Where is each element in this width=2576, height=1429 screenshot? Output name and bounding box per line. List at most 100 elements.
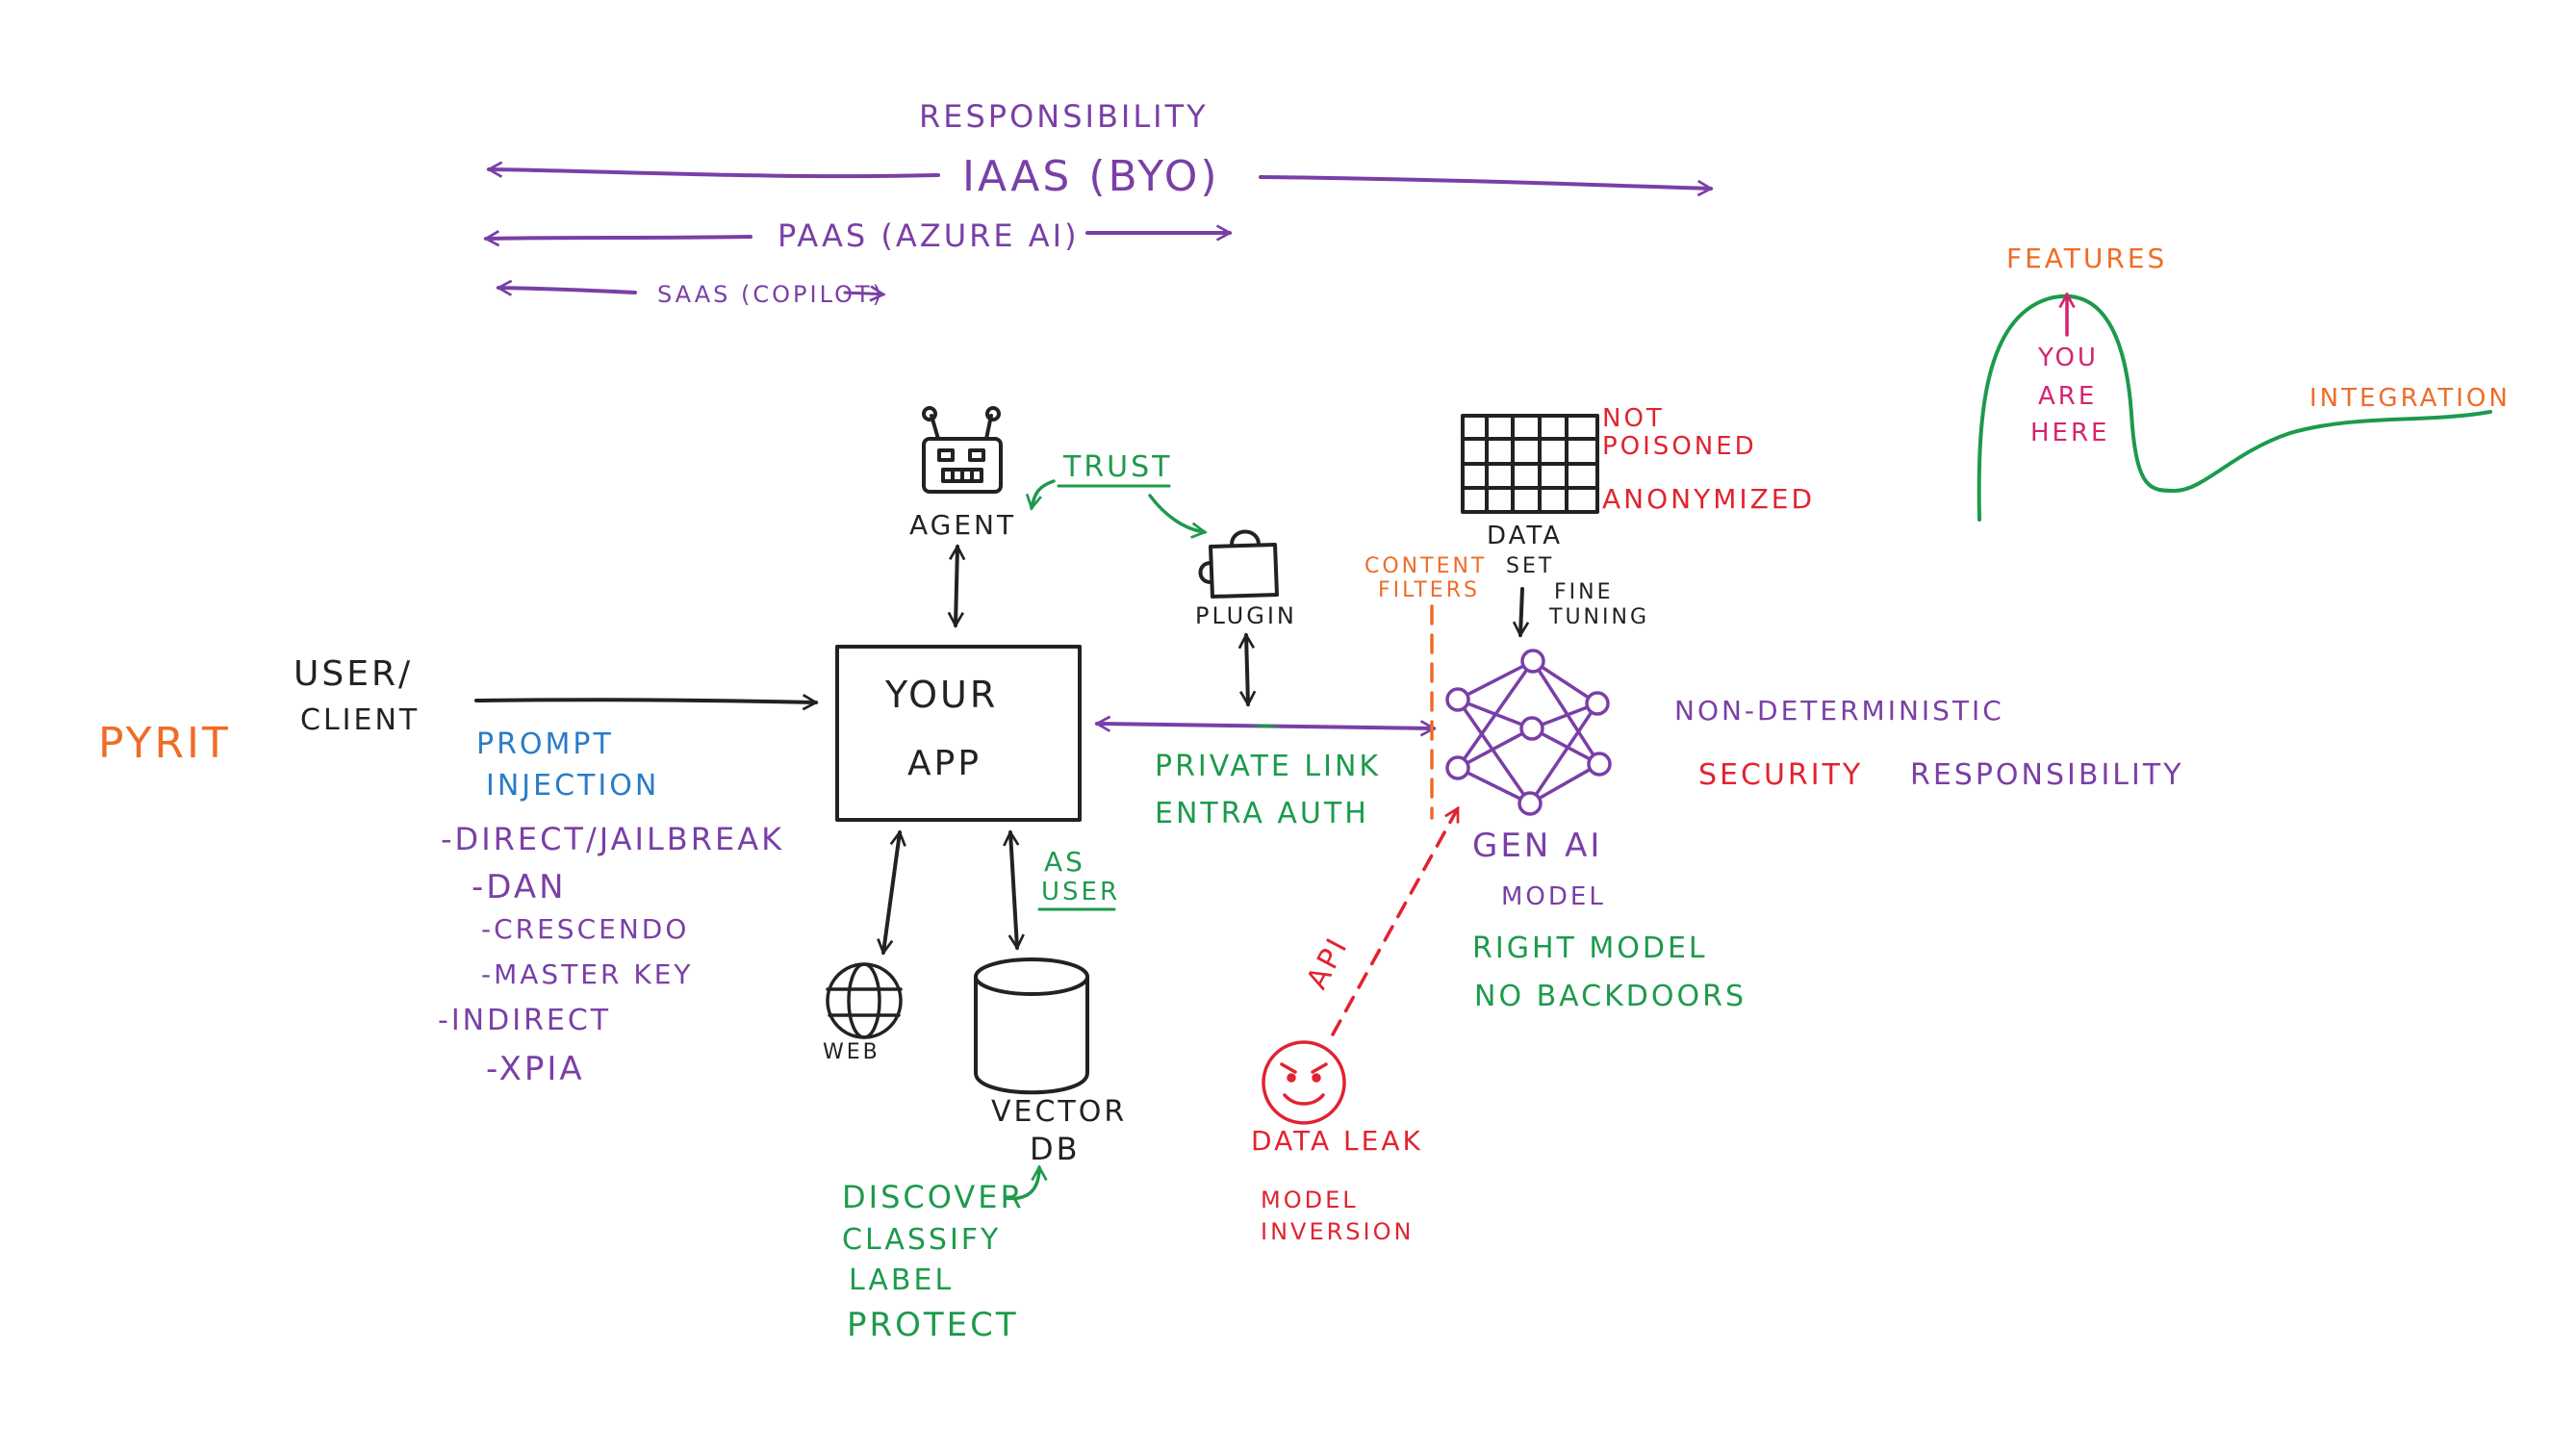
paas-arrow-left (483, 230, 752, 247)
hype-curve-line (1977, 294, 2492, 522)
injection-item-crescendo: -CRESCENDO (481, 913, 689, 945)
discover-label: DISCOVER (842, 1179, 1025, 1215)
web-label: WEB (823, 1040, 880, 1064)
trust-arrow-plugin (1148, 494, 1208, 539)
tuning-label: TUNING (1548, 605, 1649, 629)
fine-tuning: FINE TUNING (1512, 580, 1649, 638)
as-label: AS (1044, 846, 1085, 878)
agent-app-arrow (947, 544, 966, 628)
gen-ai: GEN AI MODEL NON-DETERMINISTIC SECURITY … (1445, 649, 2184, 1013)
injection-item-dan: -DAN (472, 868, 567, 906)
injection-item-direct: -DIRECT/JAILBREAK (441, 821, 784, 857)
label-label: LABEL (849, 1263, 954, 1297)
integration-label: INTEGRATION (2309, 384, 2511, 413)
data-label: DATA (1487, 522, 1563, 550)
saas-label: SAAS (COPILOT) (657, 281, 884, 308)
you-are-here-line-3: HERE (2030, 419, 2109, 447)
you-are-here-line-1: YOU (2037, 344, 2099, 372)
user-label: USER/ (293, 654, 413, 694)
neural-network-icon (1445, 649, 1612, 816)
iaas-arrow-left (486, 161, 940, 179)
grid-icon (1461, 414, 1599, 514)
db-label: DB (1030, 1131, 1081, 1167)
iaas-arrow-right (1259, 175, 1714, 197)
discover-arrow (1004, 1164, 1048, 1201)
poisoned-label: POISONED (1602, 432, 1757, 461)
injection-item-master-key: -MASTER KEY (481, 958, 694, 990)
injection-item-xpia: -XPIA (486, 1050, 585, 1088)
trust-arrow-agent (1025, 479, 1056, 511)
app-db-arrow (1003, 829, 1025, 951)
gen-ai-label: GEN AI (1472, 827, 1602, 865)
data-leak-label: DATA LEAK (1251, 1125, 1423, 1157)
security-label: SECURITY (1698, 758, 1863, 792)
user-to-app-arrow (474, 694, 819, 711)
model-inversion-label-2: INVERSION (1261, 1218, 1414, 1245)
vector-db: VECTOR DB (974, 829, 1127, 1167)
globe-icon (826, 962, 903, 1039)
api-label: API (1300, 931, 1355, 994)
api-attack: API DATA LEAK MODEL INVERSION (1251, 805, 1460, 1245)
responsibility-header: RESPONSIBILITY IAAS (BYO) PAAS (AZURE AI… (483, 98, 1714, 308)
saas-arrow-right (843, 285, 886, 302)
responsibility-title: RESPONSIBILITY (919, 98, 1209, 135)
client-label: CLIENT (300, 703, 420, 737)
gen-ai-responsibility-label: RESPONSIBILITY (1910, 758, 2184, 792)
filters-label: FILTERS (1378, 578, 1480, 602)
injection-item-indirect: -INDIRECT (438, 1004, 611, 1037)
web: WEB (823, 829, 906, 1064)
model-label: MODEL (1501, 882, 1606, 911)
fine-tuning-arrow (1512, 587, 1530, 638)
app-web-arrow (877, 829, 906, 956)
robot-icon (922, 406, 1003, 494)
iaas-label: IAAS (BYO) (962, 152, 1220, 201)
as-user: AS USER (1037, 846, 1120, 911)
not-label: NOT (1602, 404, 1665, 433)
classify-label: CLASSIFY (842, 1223, 1001, 1257)
agent: AGENT (909, 406, 1016, 628)
paas-label: PAAS (AZURE AI) (778, 217, 1080, 254)
agent-label: AGENT (909, 509, 1016, 541)
features-label: FEATURES (2006, 242, 2167, 274)
pyrit-label: PYRIT (98, 719, 231, 768)
evil-face-icon (1262, 1040, 1346, 1125)
prompt-injection-title-2: INJECTION (486, 769, 659, 803)
user-label-green: USER (1041, 878, 1120, 906)
private-link: PRIVATE LINK ENTRA AUTH (1155, 750, 1381, 830)
your-app-box (835, 645, 1082, 822)
protect-label: PROTECT (847, 1306, 1019, 1344)
database-icon (974, 957, 1089, 1095)
your-app: YOUR APP (835, 645, 1082, 822)
saas-arrow-left (496, 279, 637, 296)
your-app-line-2: APP (907, 744, 982, 783)
set-label: SET (1506, 554, 1554, 578)
plugin-link-arrow (1237, 632, 1257, 707)
user-client: USER/ CLIENT (293, 654, 819, 737)
non-deterministic-label: NON-DETERMINISTIC (1674, 695, 2004, 727)
anonymized-label: ANONYMIZED (1602, 483, 1815, 515)
private-link-label: PRIVATE LINK (1155, 750, 1381, 783)
plugin-label: PLUGIN (1195, 602, 1297, 629)
entra-auth-label: ENTRA AUTH (1155, 797, 1369, 830)
api-dashed-arrow (1331, 805, 1460, 1036)
fine-label: FINE (1554, 580, 1614, 604)
plugin-icon (1198, 529, 1279, 599)
you-are-here-line-2: ARE (2038, 382, 2097, 411)
hype-curve: FEATURES YOU ARE HERE INTEGRATION (1977, 242, 2511, 522)
your-app-line-1: YOUR (884, 674, 998, 716)
app-genai-link (1094, 715, 1437, 737)
plugin: PLUGIN (1195, 529, 1297, 707)
no-backdoors-label: NO BACKDOORS (1474, 980, 1747, 1013)
right-model-label: RIGHT MODEL (1472, 931, 1708, 965)
purview-actions: DISCOVER CLASSIFY LABEL PROTECT (842, 1164, 1048, 1344)
prompt-injection: PROMPT INJECTION -DIRECT/JAILBREAK -DAN … (438, 727, 784, 1088)
content-label: CONTENT (1365, 554, 1487, 578)
prompt-injection-title-1: PROMPT (476, 727, 614, 761)
model-inversion-label-1: MODEL (1261, 1187, 1359, 1213)
trust: TRUST (1025, 450, 1208, 539)
vector-label: VECTOR (991, 1095, 1127, 1129)
data-set: NOT POISONED ANONYMIZED DATA SET (1461, 404, 1815, 578)
content-filters: CONTENT FILTERS (1365, 554, 1487, 820)
trust-label: TRUST (1062, 450, 1173, 484)
